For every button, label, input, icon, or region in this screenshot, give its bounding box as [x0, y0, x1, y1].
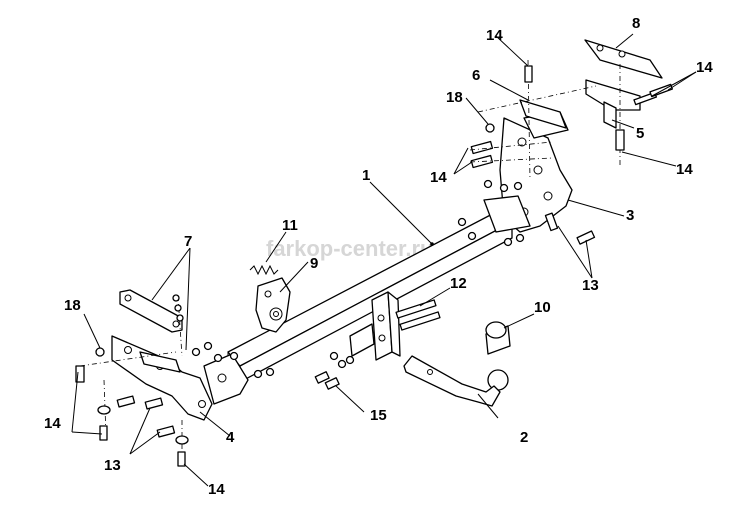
left-bracket [111, 335, 249, 421]
fasteners [75, 59, 674, 467]
right-top-plates [519, 39, 663, 129]
callout-18-right: 18 [446, 89, 463, 106]
right-bracket [483, 111, 573, 233]
left-top-plate [119, 289, 183, 333]
callout-14-right-top: 14 [696, 59, 713, 76]
callout-14-right-low: 14 [676, 161, 693, 178]
callout-10: 10 [534, 299, 551, 316]
spring [249, 264, 279, 276]
callout-8: 8 [632, 15, 640, 32]
leader-lines [71, 33, 697, 487]
callout-14-left: 14 [44, 415, 61, 432]
socket-plate [255, 277, 291, 333]
callout-14-top: 14 [486, 27, 503, 44]
callout-1: 1 [362, 167, 370, 184]
tow-neck [403, 355, 501, 407]
callout-6: 6 [472, 67, 480, 84]
callout-7: 7 [184, 233, 192, 250]
callout-labels: 1 2 3 4 5 6 7 8 9 10 11 12 13 13 14 14 1… [44, 15, 713, 498]
crossbeam [227, 209, 513, 383]
watermark: farkop-center.ru [266, 236, 434, 261]
callout-9: 9 [310, 255, 318, 272]
callout-5: 5 [636, 125, 644, 142]
callout-15: 15 [370, 407, 387, 424]
callout-12: 12 [450, 275, 467, 292]
callout-13-right: 13 [582, 277, 599, 294]
callout-2: 2 [520, 429, 528, 446]
tow-ball [485, 321, 511, 391]
callout-14-bottom: 14 [208, 481, 225, 498]
callout-4: 4 [226, 429, 235, 446]
callout-14-right-mid: 14 [430, 169, 447, 186]
callout-11: 11 [282, 217, 298, 234]
callout-3: 3 [626, 207, 634, 224]
callout-13-left: 13 [104, 457, 121, 474]
callout-18-left: 18 [64, 297, 81, 314]
